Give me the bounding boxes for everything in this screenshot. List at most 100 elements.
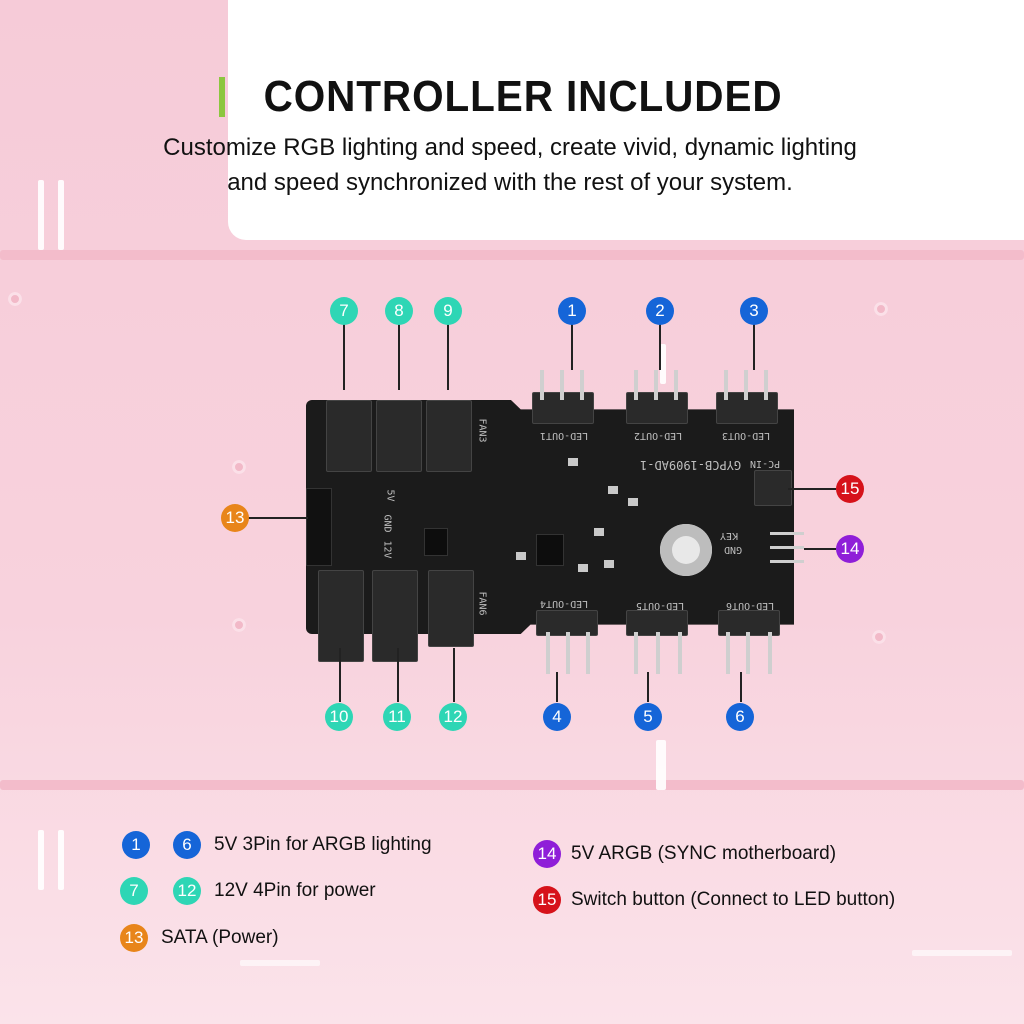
case-slot [656,740,666,790]
pin [770,560,804,563]
callout-9: 9 [434,297,462,325]
leader-line [556,672,558,702]
leader-line [398,324,400,390]
case-slot [38,830,44,890]
page-title: CONTROLLER INCLUDED [263,72,783,121]
leader-line [804,548,836,550]
callout-14: 14 [836,535,864,563]
legend-fan-text: 12V 4Pin for power [214,880,376,901]
smd-component [516,552,526,560]
callout-10: 10 [325,703,353,731]
legend-sata-text: SATA (Power) [161,927,279,948]
header-card [228,0,1024,240]
pin [654,370,658,400]
pin [726,632,730,674]
silk-gnd-2: GND [381,514,393,533]
leader-line [571,324,573,370]
silk-led-out2: LED-OUT2 [634,430,683,441]
callout-8: 8 [385,297,413,325]
case-hole [232,618,246,632]
callout-6: 6 [726,703,754,731]
leader-line [659,324,661,370]
smd-component [604,560,614,568]
smd-component [594,528,604,536]
leader-line [447,324,449,390]
title-row: CONTROLLER INCLUDED [0,72,1024,122]
case-hole [874,302,888,316]
leader-line [339,648,341,702]
pin [566,632,570,674]
callout-4: 4 [543,703,571,731]
case-slot [912,950,1012,956]
silk-led-out1: LED-OUT1 [540,430,589,441]
pin [768,632,772,674]
regulator-chip [424,528,448,556]
callout-5: 5 [634,703,662,731]
silk-model: GYPCB-1909AD-1 [640,458,742,472]
legend-sync-text: 5V ARGB (SYNC motherboard) [571,843,837,864]
pin [586,632,590,674]
callout-13: 13 [221,504,249,532]
legend-badge-1: 1 [122,831,150,859]
subtitle-line-2: and speed synchronized with the rest of … [227,169,793,196]
pin [770,532,804,535]
legend-badge-15: 15 [533,886,561,914]
mounting-hole [660,524,712,576]
case-slot [58,830,64,890]
silk-led-out3: LED-OUT3 [722,430,771,441]
fan-header-9 [426,400,472,472]
legend-badge-14: 14 [533,840,561,868]
accent-bar [218,77,225,117]
pin [764,370,768,400]
fan-header-10 [318,570,364,662]
callout-15: 15 [836,475,864,503]
pin [634,370,638,400]
case-rail [0,250,1024,260]
fan-header-8 [376,400,422,472]
leader-line [397,648,399,702]
pin [746,632,750,674]
pin [560,370,564,400]
legend-switch-text: Switch button (Connect to LED button) [571,889,896,910]
legend-argb-text: 5V 3Pin for ARGB lighting [214,834,432,855]
pin [546,632,550,674]
leader-line [248,517,308,519]
case-hole [232,460,246,474]
callout-3: 3 [740,297,768,325]
leader-line [343,324,345,390]
silk-fan-bottom: FAN6 [476,591,488,616]
callout-7: 7 [330,297,358,325]
silk-12v: 12V [381,540,393,559]
legend-badge-6: 6 [173,831,201,859]
sata-connector [306,488,332,566]
case-rail [0,780,1024,790]
silk-key: KEY [720,530,739,541]
switch-header [754,470,792,506]
pin [540,370,544,400]
callout-2: 2 [646,297,674,325]
smd-component [608,486,618,494]
legend-badge-13: 13 [120,924,148,952]
pin [744,370,748,400]
leader-line [788,488,836,490]
pin [724,370,728,400]
controller-chip [536,534,564,566]
legend-badge-12: 12 [173,877,201,905]
smd-component [568,458,578,466]
silk-led-out4: LED-OUT4 [540,598,589,609]
case-hole [8,292,22,306]
case-slot [38,180,44,250]
case-hole [872,630,886,644]
silk-led-out6: LED-OUT6 [726,600,775,611]
silk-led-out5: LED-OUT5 [636,600,685,611]
pin [678,632,682,674]
fan-header-12 [428,570,474,647]
subtitle-line-1: Customize RGB lighting and speed, create… [163,134,857,161]
pin [580,370,584,400]
callout-1: 1 [558,297,586,325]
silk-5v: 5V [384,489,396,502]
case-slot [58,180,64,250]
pin [634,632,638,674]
callout-11: 11 [383,703,411,731]
leader-line [740,672,742,702]
